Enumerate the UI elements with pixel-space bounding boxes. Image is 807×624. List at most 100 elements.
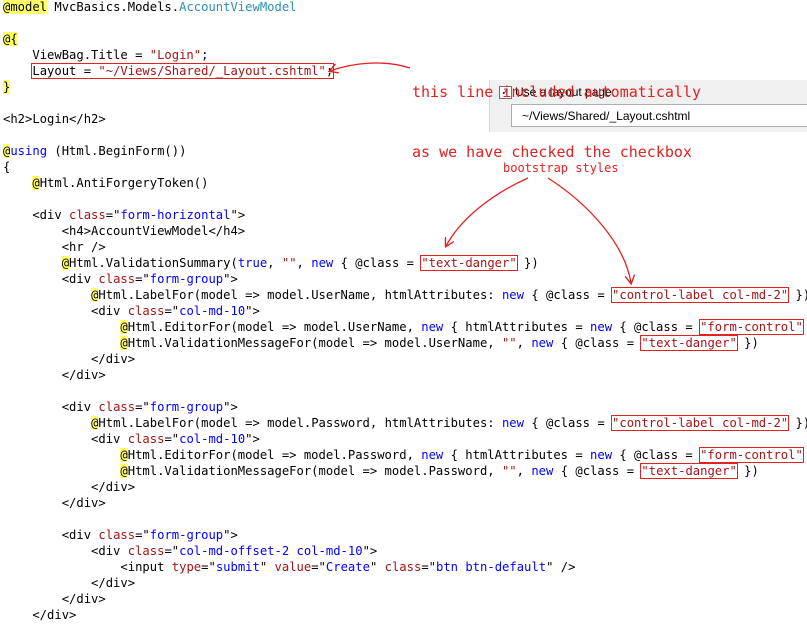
code-line: </div> [3, 575, 135, 591]
layout-annotation-line-1: this line included automatically [412, 83, 701, 101]
code-token: <h4>AccountViewModel</h4> [3, 224, 246, 238]
code-token: <h2>Login</h2> [3, 112, 106, 126]
highlight-box: "text-danger" [640, 463, 738, 479]
code-token: </div> [3, 496, 106, 510]
string-token: class [127, 544, 165, 558]
code-line: ViewBag.Title = "Login"; [3, 47, 208, 63]
code-token: ; [325, 64, 334, 78]
code-token: "> [230, 208, 246, 222]
code-line: @using (Html.BeginForm()) [3, 143, 186, 159]
keyword-token: new [501, 288, 524, 302]
checkmark-icon: ✓ [501, 87, 510, 98]
code-token: </div> [3, 368, 106, 382]
code-token: (Html.BeginForm()) [47, 144, 187, 158]
razor-token: @ [120, 336, 128, 350]
code-token: =" [164, 432, 180, 446]
code-token: =" [311, 560, 326, 574]
code-token: " [369, 560, 385, 574]
string-token: type [171, 560, 202, 574]
keyword-token: new [590, 320, 613, 334]
string-token: "" [501, 336, 517, 350]
code-token: </div> [3, 592, 106, 606]
code-token: , [296, 256, 312, 270]
keyword-token: Create [325, 560, 370, 574]
type-token: AccountViewModel [179, 0, 297, 14]
razor-token: @ [120, 464, 128, 478]
use-layout-checkbox[interactable]: ✓ [499, 86, 512, 99]
code-token: Html.LabelFor(model => model.UserName, h… [98, 288, 502, 302]
code-token: Html.ValidationSummary( [69, 256, 238, 270]
code-token: <div [3, 400, 99, 414]
highlight-box: "form-control" [699, 447, 804, 463]
razor-token: @{ [3, 32, 18, 46]
code-line: </div> [3, 495, 106, 511]
code-token: =" [135, 272, 150, 286]
string-token: class [98, 400, 136, 414]
code-line: <div class="col-md-offset-2 col-md-10"> [3, 543, 377, 559]
code-token: "> [362, 544, 378, 558]
keyword-token: using [10, 144, 48, 158]
highlight-box: Layout = "~/Views/Shared/_Layout.cshtml"… [31, 63, 335, 79]
code-line: @model MvcBasics.Models.AccountViewModel [3, 0, 297, 15]
highlight-box: "control-label col-md-2" [611, 415, 790, 431]
code-token: </div> [3, 480, 136, 494]
code-token: { @class = [553, 464, 642, 478]
code-token: =" [135, 528, 150, 542]
code-token: { [3, 160, 11, 174]
code-token: { @class = [523, 288, 613, 302]
keyword-token: col-md-offset-2 col-md-10 [179, 544, 363, 558]
code-token: " [259, 560, 275, 574]
keyword-token: col-md-10 [179, 432, 246, 446]
code-line: </div> [3, 351, 135, 367]
code-token: { @class = [612, 448, 701, 462]
code-line: @Html.EditorFor(model => model.UserName,… [3, 319, 807, 335]
code-token: <input [3, 560, 172, 574]
razor-token: @ [120, 448, 128, 462]
keyword-token: new [421, 448, 444, 462]
code-token: =" [105, 208, 121, 222]
string-token: "text-danger" [421, 256, 517, 270]
code-line: <h4>AccountViewModel</h4> [3, 223, 245, 239]
code-token [3, 288, 91, 302]
keyword-token: btn btn-default [436, 560, 547, 574]
code-token [3, 448, 120, 462]
keyword-token: new [531, 336, 554, 350]
code-token: }) [795, 288, 807, 302]
keyword-token: new [421, 320, 444, 334]
code-line: <div class="form-group"> [3, 271, 238, 287]
code-line: @Html.ValidationMessageFor(model => mode… [3, 463, 759, 479]
code-token: "> [223, 272, 238, 286]
string-token: class [127, 304, 165, 318]
layout-path-input[interactable]: ~/Views/Shared/_Layout.cshtml [511, 104, 807, 127]
code-token: }) [736, 336, 759, 350]
string-token: "control-label col-md-2" [612, 288, 789, 302]
code-token: }) [516, 256, 539, 270]
code-token: Html.EditorFor(model => model.Password, [127, 448, 422, 462]
string-token: "~/Views/Shared/_Layout.cshtml" [98, 64, 326, 78]
code-line: <h2>Login</h2> [3, 111, 106, 127]
code-line: <input type="submit" value="Create" clas… [3, 559, 575, 575]
string-token: class [98, 528, 136, 542]
highlight-box: "control-label col-md-2" [611, 287, 790, 303]
code-line: </div> [3, 591, 106, 607]
code-token: <div [3, 208, 70, 222]
code-token: Html.AntiForgeryToken() [39, 176, 209, 190]
code-line: @Html.LabelFor(model => model.Password, … [3, 415, 807, 431]
code-token: Layout = [32, 64, 99, 78]
code-token: { htmlAttributes = [443, 448, 591, 462]
code-token: Html.ValidationMessageFor(model => model… [127, 336, 502, 350]
layout-path-value: ~/Views/Shared/_Layout.cshtml [522, 109, 691, 123]
code-token: Html.ValidationMessageFor(model => model… [127, 464, 502, 478]
code-token: =" [164, 304, 180, 318]
code-token: </div> [3, 352, 136, 366]
code-token: Html.LabelFor(model => model.Password, h… [98, 416, 502, 430]
keyword-token: new [311, 256, 334, 270]
code-line: </div> [3, 607, 76, 623]
code-token: , [267, 256, 282, 270]
code-token [3, 464, 120, 478]
code-token [3, 256, 62, 270]
razor-token: @ [3, 144, 11, 158]
code-token: Html.EditorFor(model => model.UserName, [127, 320, 422, 334]
razor-token: @ [91, 288, 99, 302]
